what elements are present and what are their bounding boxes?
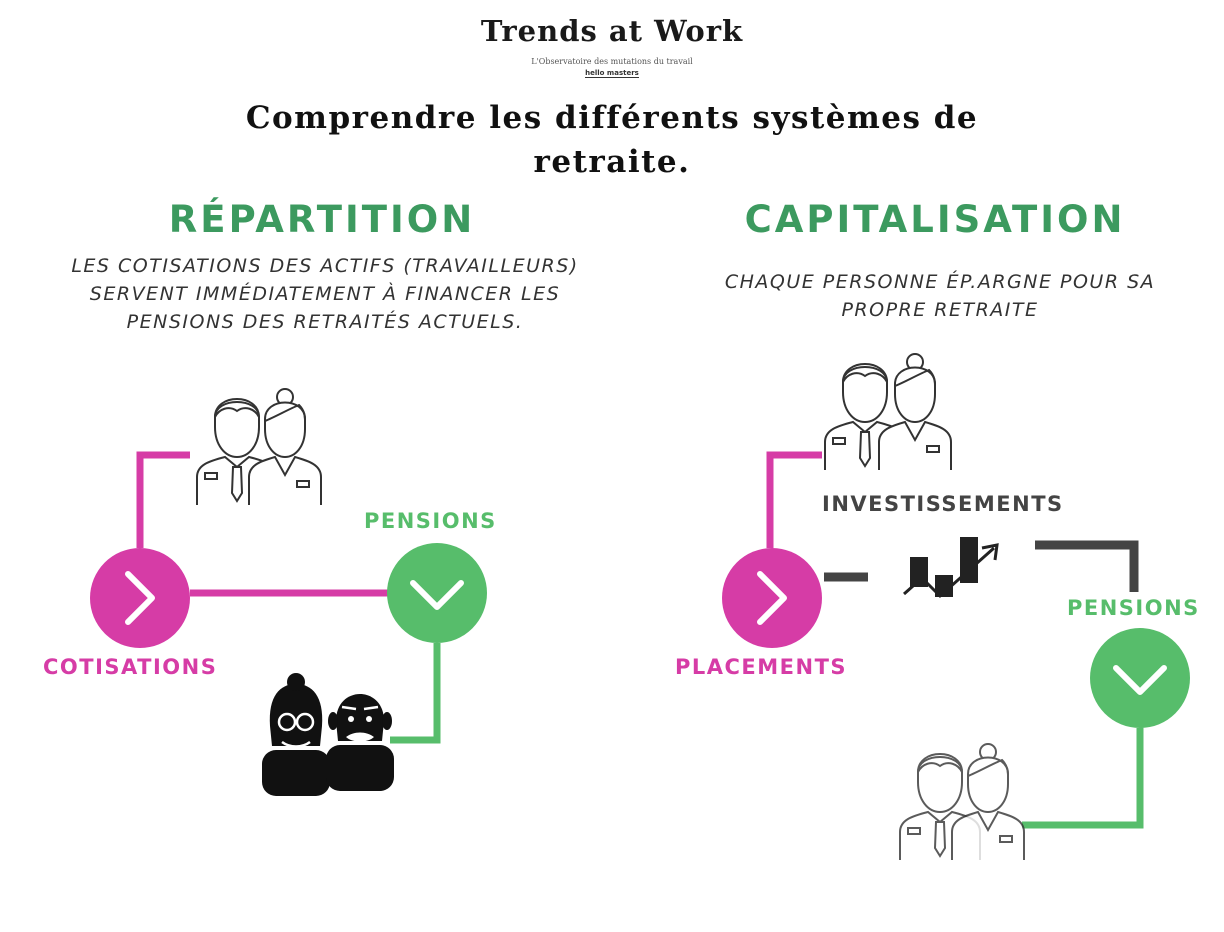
- repartition-pensions-label: PENSIONS: [364, 509, 497, 533]
- capitalisation-title: CAPITALISATION: [744, 198, 1126, 241]
- retirees-couple-icon-man: [324, 692, 396, 793]
- repartition-description: LES COTISATIONS DES ACTIFS (TRAVAILLEURS…: [71, 255, 579, 333]
- chevron-right-icon: [90, 548, 190, 648]
- workers-couple-icon-woman: [248, 388, 322, 506]
- capitalisation-description: CHAQUE PERSONNE ÉP.ARGNE POUR SA PROPRE …: [724, 271, 1156, 321]
- cotisations-label: COTISATIONS: [43, 655, 218, 679]
- repartition-title: RÉPARTITION: [168, 198, 476, 241]
- chevron-down-icon: [1090, 628, 1190, 728]
- grey-connector-right: [1035, 540, 1139, 592]
- capitalisation-diagram: [722, 353, 1190, 861]
- placements-label: PLACEMENTS: [675, 655, 848, 679]
- investissements-label: INVESTISSEMENTS: [822, 492, 1064, 516]
- brand-subtitle: L'Observatoire des mutations du travail: [531, 57, 693, 66]
- retirees-couple-icon: [260, 671, 332, 798]
- chevron-down-icon: [387, 543, 487, 643]
- workers-couple-icon-woman: [951, 743, 1025, 861]
- green-connector-down-right: [1022, 728, 1144, 829]
- pink-connector-up-right: [766, 451, 822, 548]
- brand-logo: hello masters: [0, 69, 1224, 78]
- green-connector-down: [390, 643, 441, 744]
- investment-chart-icon: [903, 537, 999, 599]
- main-title: Comprendre les différents systèmes de re…: [245, 100, 979, 180]
- brand-logo-text: hello masters: [585, 69, 639, 78]
- workers-couple-icon-woman: [878, 353, 952, 471]
- repartition-diagram: [90, 388, 487, 798]
- brand-title: Trends at Work: [480, 14, 744, 48]
- capitalisation-pensions-label: PENSIONS: [1067, 596, 1200, 620]
- chevron-right-icon: [722, 548, 822, 648]
- pink-connector-up: [136, 451, 190, 548]
